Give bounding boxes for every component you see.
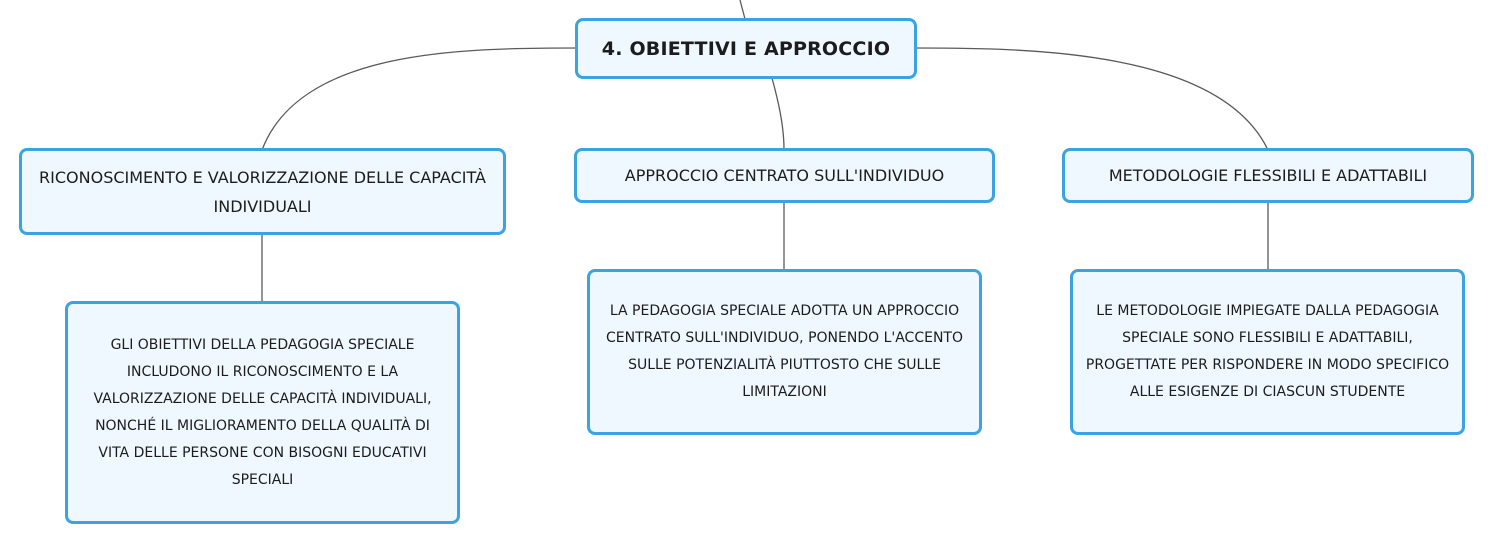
branch-topic-capacita[interactable]: RICONOSCIMENTO E VALORIZZAZIONE DELLE CA… — [19, 148, 506, 235]
detail-topic-approccio[interactable]: LA PEDAGOGIA SPECIALE ADOTTA UN APPROCCI… — [587, 269, 982, 435]
branch-topic-metodologie[interactable]: METODOLOGIE FLESSIBILI E ADATTABILI — [1062, 148, 1474, 203]
branch-topic-label: APPROCCIO CENTRATO SULL'INDIVIDUO — [624, 166, 945, 185]
root-topic[interactable]: 4. OBIETTIVI E APPROCCIO — [575, 18, 917, 79]
detail-topic-metodologie[interactable]: LE METODOLOGIE IMPIEGATE DALLA PEDAGOGIA… — [1070, 269, 1465, 435]
connector-root-to-branch-1 — [261, 47, 578, 151]
detail-topic-capacita[interactable]: GLI OBIETTIVI DELLA PEDAGOGIA SPECIALE I… — [65, 301, 460, 524]
branch-topic-label: RICONOSCIMENTO E VALORIZZAZIONE DELLE CA… — [39, 167, 486, 216]
branch-topic-approccio[interactable]: APPROCCIO CENTRATO SULL'INDIVIDUO — [574, 148, 995, 203]
connector-parent-incoming — [739, 0, 746, 20]
branch-topic-label: METODOLOGIE FLESSIBILI E ADATTABILI — [1108, 166, 1428, 185]
connector-root-to-branch-2 — [771, 77, 785, 151]
detail-topic-text: LE METODOLOGIE IMPIEGATE DALLA PEDAGOGIA… — [1085, 303, 1450, 400]
detail-topic-text: GLI OBIETTIVI DELLA PEDAGOGIA SPECIALE I… — [93, 336, 432, 488]
root-topic-label: 4. OBIETTIVI E APPROCCIO — [601, 37, 891, 60]
detail-topic-text: LA PEDAGOGIA SPECIALE ADOTTA UN APPROCCI… — [606, 303, 963, 400]
connector-root-to-branch-3 — [914, 47, 1269, 151]
